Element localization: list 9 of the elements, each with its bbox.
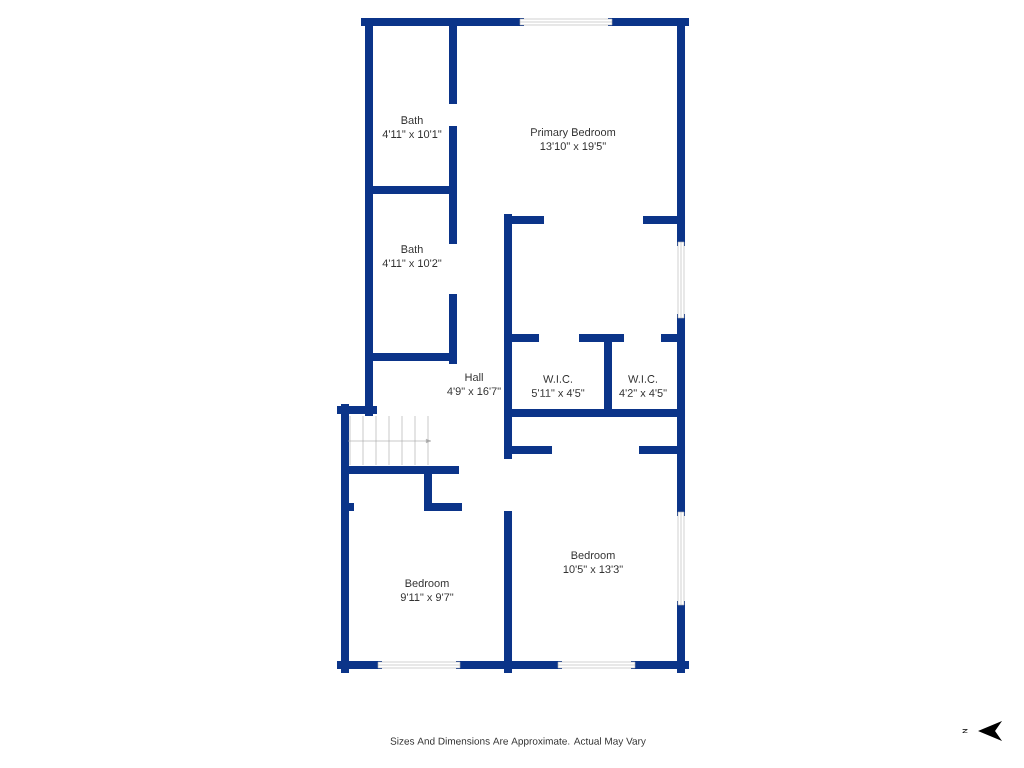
room-label: Bedroom 10'5" x 13'3"	[563, 550, 623, 574]
disclaimer-note: Sizes And Dimensions Are Approximate. Actual May Vary	[390, 737, 646, 747]
room-label: Primary Bedroom 13'10" x 19'5"	[531, 127, 616, 151]
room-label: Bath 4'11" x 10'1"	[382, 115, 442, 139]
room-label: W.I.C. 5'11" x 4'5"	[531, 375, 585, 397]
room-label: W.I.C. 4'2" x 4'5"	[619, 375, 667, 397]
room-label: Hall 4'9" x 16'7"	[447, 372, 501, 396]
room-label: Bath 4'11" x 10'2"	[382, 244, 442, 268]
room-label: Bedroom 9'11" x 9'7"	[400, 578, 454, 602]
